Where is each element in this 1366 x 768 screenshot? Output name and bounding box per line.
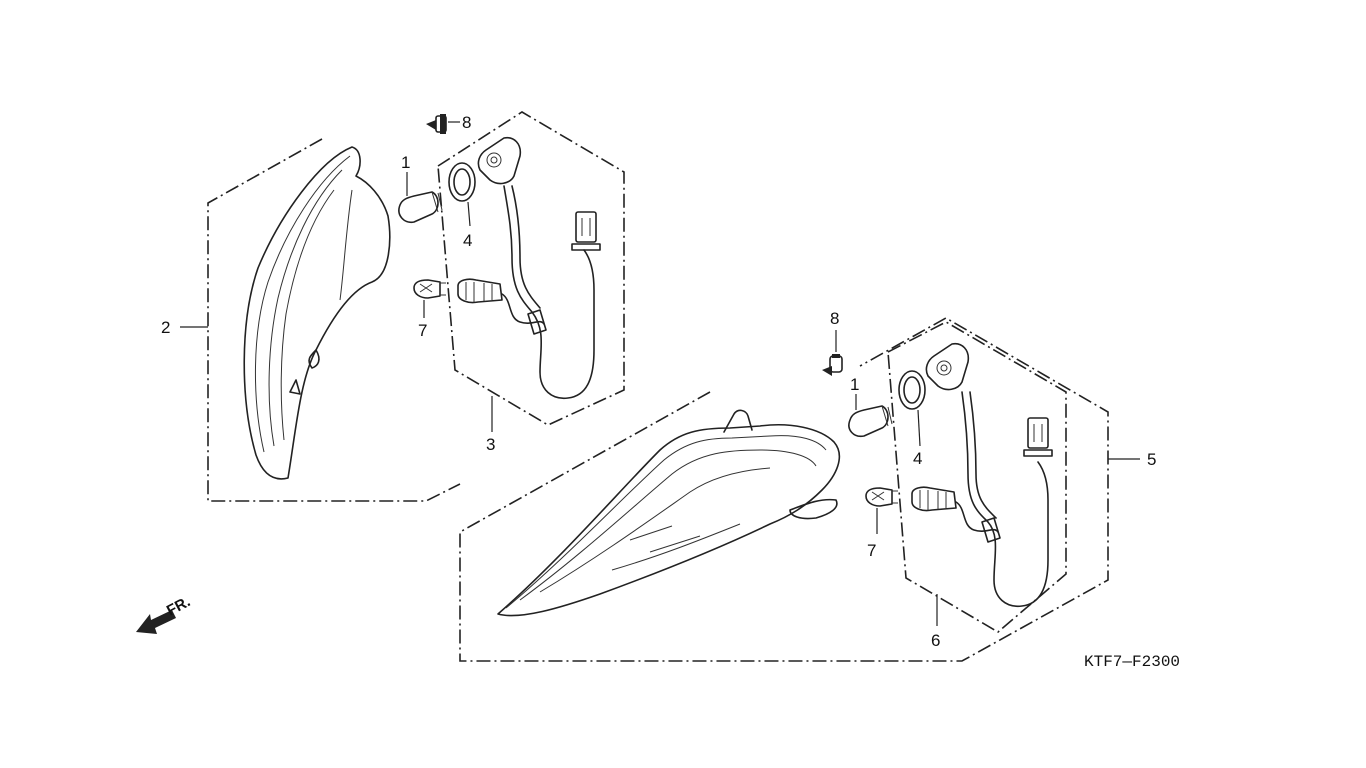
callout-4-upper: 4 [463, 231, 472, 250]
bulb-part-1-lower [848, 405, 893, 438]
socket-harness-part-6 [911, 342, 1053, 607]
callout-6: 6 [931, 631, 940, 650]
bulb-part-7-upper [413, 279, 446, 299]
lower-winker-assembly: 1 4 6 [459, 309, 1156, 662]
callout-1-upper: 1 [401, 153, 410, 172]
assembly-box-6 [887, 321, 1067, 633]
screw-part-8-lower [822, 354, 843, 376]
callout-4-lower: 4 [913, 449, 922, 468]
callout-2: 2 [161, 318, 170, 337]
front-direction-arrow: FR. [136, 593, 193, 634]
upper-winker-assembly: 1 4 3 [161, 111, 625, 502]
assembly-box-5 [459, 317, 1109, 662]
seal-part-4-upper [448, 162, 476, 202]
winker-lens-upper [243, 146, 391, 480]
screw-part-8-upper [426, 114, 447, 134]
assembly-box-3 [437, 111, 625, 426]
callout-3: 3 [486, 435, 495, 454]
arrow-left-icon [136, 610, 176, 634]
callout-5: 5 [1147, 450, 1156, 469]
bulb-part-1-upper [398, 191, 443, 224]
diagram-code: KTF7—F2300 [1084, 653, 1180, 671]
callout-8-lower: 8 [830, 309, 839, 328]
winker-lens-lower [497, 409, 840, 617]
leader-4-upper [467, 201, 471, 227]
assembly-box-2 [207, 138, 461, 502]
callout-7-upper: 7 [418, 321, 427, 340]
bulb-part-7-lower [865, 487, 898, 507]
leader-4-lower [917, 409, 921, 447]
seal-part-4-lower [898, 370, 926, 410]
callout-7-lower: 7 [867, 541, 876, 560]
callout-8-upper: 8 [462, 113, 471, 132]
socket-harness-part-3 [457, 136, 601, 399]
callout-1-lower: 1 [850, 375, 859, 394]
